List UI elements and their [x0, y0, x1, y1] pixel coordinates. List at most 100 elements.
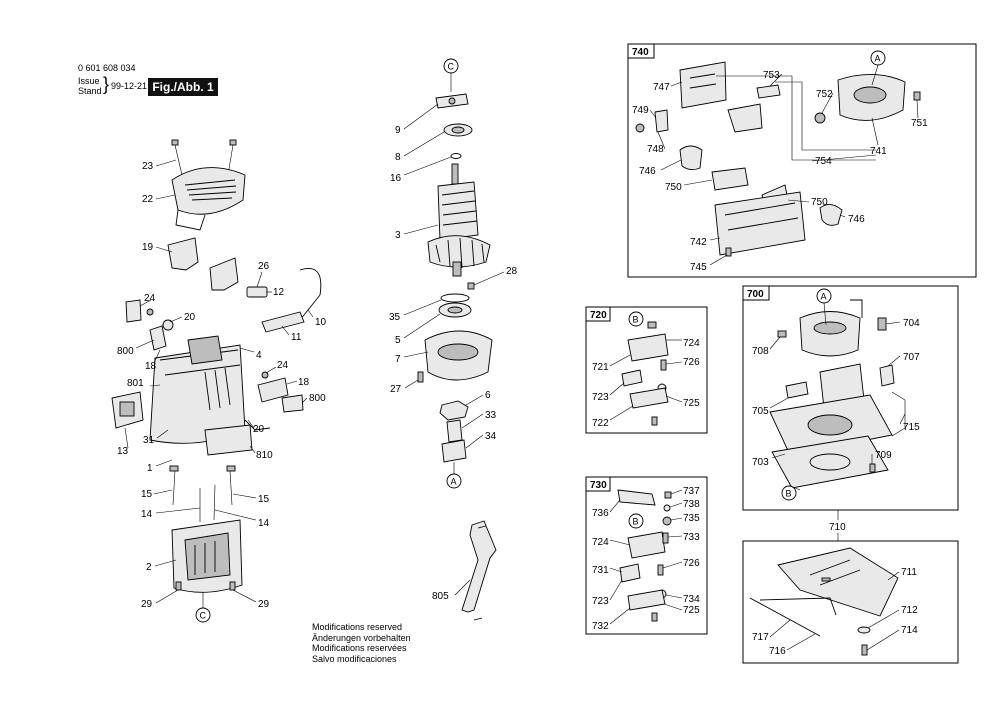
- label-714: 714: [901, 625, 918, 636]
- label-754: 754: [815, 156, 832, 167]
- label-29a: 29: [141, 599, 153, 610]
- stand-label: Stand: [78, 86, 102, 96]
- group-740: 740: [627, 43, 977, 278]
- label-746a: 746: [639, 166, 656, 177]
- label-717: 717: [752, 632, 769, 643]
- group-730-labels: B 737 738 736 735 724 733 726 731 723 73…: [592, 486, 700, 632]
- label-7: 7: [395, 354, 401, 365]
- label-749: 749: [632, 105, 649, 116]
- label-711: 711: [901, 567, 917, 578]
- group-730: 730: [585, 476, 708, 635]
- label-750b: 750: [811, 197, 828, 208]
- armature-labels: C 9 8 16 3 28 35 5 7 27 6 33 34 A 805: [389, 62, 518, 603]
- label-1: 1: [147, 463, 153, 474]
- issue-label: Issue: [78, 76, 100, 86]
- issue-bracket: }: [103, 74, 110, 94]
- label-20b: 20: [253, 424, 265, 435]
- group-720: 720: [585, 306, 708, 434]
- label-24b: 24: [277, 360, 289, 371]
- label-745: 745: [690, 262, 707, 273]
- label-736: 736: [592, 508, 609, 519]
- label-11: 11: [291, 332, 302, 343]
- housing-assembly: [111, 139, 322, 593]
- label-732: 732: [592, 621, 609, 632]
- label-800b: 800: [309, 393, 326, 404]
- label-34: 34: [485, 431, 497, 442]
- label-742: 742: [690, 237, 707, 248]
- callout-b-720-label: B: [633, 315, 639, 325]
- armature-assembly: [417, 58, 497, 621]
- label-705: 705: [752, 406, 769, 417]
- callout-c-bottom-label: C: [200, 611, 207, 621]
- label-15b: 15: [258, 494, 270, 505]
- label-704: 704: [903, 318, 920, 329]
- label-753: 753: [763, 70, 780, 81]
- label-752: 752: [816, 89, 833, 100]
- label-810: 810: [256, 450, 273, 461]
- label-707: 707: [903, 352, 920, 363]
- label-800a: 800: [117, 346, 134, 357]
- label-709: 709: [875, 450, 892, 461]
- label-9: 9: [395, 125, 401, 136]
- label-24a: 24: [144, 293, 156, 304]
- figure-label: Fig./Abb. 1: [148, 78, 218, 96]
- label-721: 721: [592, 362, 609, 373]
- callout-a-740-label: A: [875, 54, 881, 64]
- callout-b-730-label: B: [633, 517, 639, 527]
- group-710: 710: [742, 510, 959, 664]
- group-730-title: 730: [590, 480, 607, 491]
- label-31: 31: [143, 435, 155, 446]
- label-13: 13: [117, 446, 129, 457]
- label-28: 28: [506, 266, 518, 277]
- label-731: 731: [592, 565, 609, 576]
- callout-b-720: [628, 311, 644, 327]
- label-4: 4: [256, 350, 262, 361]
- modifications-line-fr: Modifications reservées: [312, 643, 407, 653]
- label-19: 19: [142, 242, 154, 253]
- label-723a: 723: [592, 392, 609, 403]
- label-14b: 14: [258, 518, 270, 529]
- label-722: 722: [592, 418, 609, 429]
- label-23: 23: [142, 161, 154, 172]
- label-747: 747: [653, 82, 670, 93]
- modifications-line-de: Änderungen vorbehalten: [312, 632, 411, 643]
- label-716: 716: [769, 646, 786, 657]
- callout-a-middle-label: A: [451, 477, 457, 487]
- label-27: 27: [390, 384, 402, 395]
- callout-a-700-label: A: [821, 292, 827, 302]
- label-751: 751: [911, 118, 928, 129]
- modifications-line-es: Salvo modificaciones: [312, 653, 397, 664]
- callout-b-700: [781, 485, 797, 501]
- group-720-labels: B 724 721 726 723 725 722: [592, 311, 700, 429]
- group-700: 700: [742, 285, 959, 511]
- label-741: 741: [870, 146, 887, 157]
- part-number: 0 601 608 034: [78, 63, 136, 73]
- label-2: 2: [146, 562, 152, 573]
- group-720-title: 720: [590, 310, 607, 321]
- label-703: 703: [752, 457, 769, 468]
- label-733: 733: [683, 532, 700, 543]
- issue-date: 99-12-21: [111, 81, 148, 91]
- label-26: 26: [258, 261, 270, 272]
- label-725a: 725: [683, 398, 700, 409]
- label-708: 708: [752, 346, 769, 357]
- label-16: 16: [390, 173, 402, 184]
- label-35: 35: [389, 312, 401, 323]
- label-6: 6: [485, 390, 491, 401]
- callout-c-bottom: [195, 607, 211, 623]
- label-15a: 15: [141, 489, 153, 500]
- label-5: 5: [395, 335, 401, 346]
- group-700-title: 700: [747, 289, 764, 300]
- callout-b-700-label: B: [786, 489, 792, 499]
- group-740-title: 740: [632, 47, 649, 58]
- label-746b: 746: [848, 214, 865, 225]
- label-715: 715: [903, 422, 920, 433]
- modifications-line-en: Modifications reserved: [312, 622, 403, 632]
- label-33: 33: [485, 410, 497, 421]
- label-805: 805: [432, 591, 449, 602]
- label-14a: 14: [141, 509, 153, 520]
- label-723b: 723: [592, 596, 609, 607]
- callout-b-730: [628, 513, 644, 529]
- housing-labels: 23 22 19 26 12 10 24 20 800 18 11 4 801 …: [117, 159, 327, 623]
